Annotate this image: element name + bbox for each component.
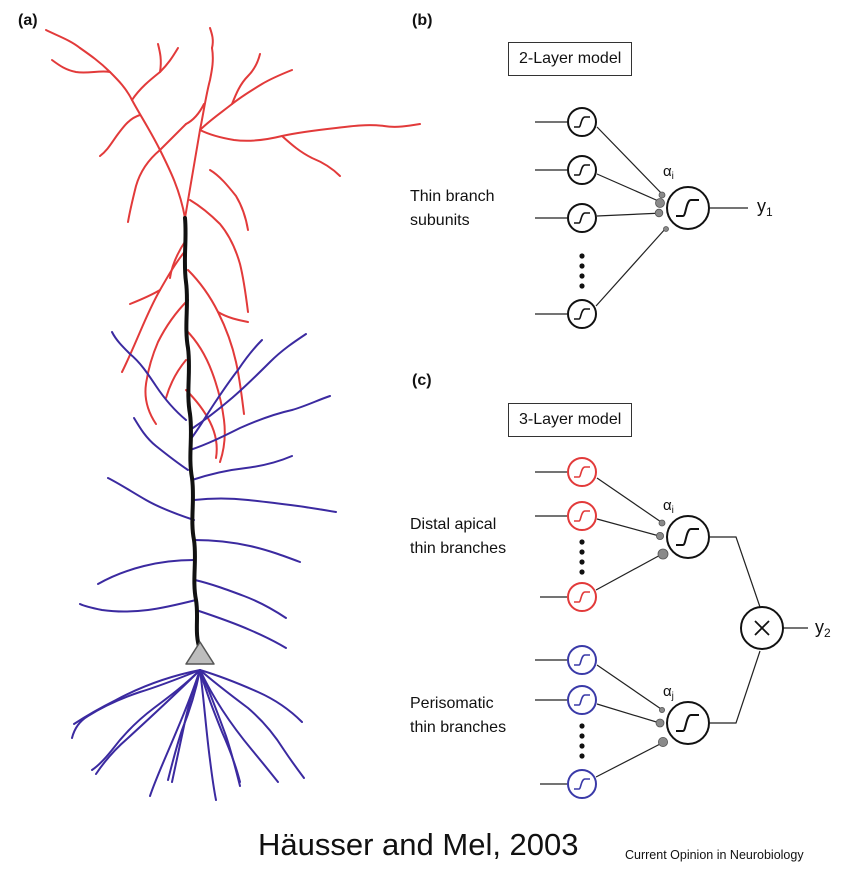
output-index: 2	[824, 626, 831, 640]
panel-b-letter: (b)	[412, 12, 433, 29]
two-layer-output-label: y1	[757, 196, 773, 219]
perisomatic-label-1: Perisomatic	[410, 695, 494, 712]
two-layer-subunits-label-1: Thin branch	[410, 188, 495, 205]
output-symbol: y	[757, 196, 766, 216]
ellipsis-dots	[579, 539, 585, 759]
panel-c-letter: (c)	[412, 372, 432, 389]
alpha-index: j	[671, 691, 674, 702]
two-layer-output-unit	[666, 186, 710, 230]
output-index: 1	[766, 205, 773, 219]
alpha-symbol: α	[663, 683, 672, 700]
output-symbol: y	[815, 617, 824, 637]
journal-credit: Current Opinion in Neurobiology	[625, 848, 804, 862]
basal-dendrites	[71, 331, 337, 801]
alpha-index: i	[671, 171, 674, 182]
apical-trunk	[182, 216, 202, 652]
distal-integration-unit	[666, 515, 710, 559]
alpha-symbol: α	[663, 163, 672, 180]
three-layer-output-label: y2	[815, 617, 831, 640]
two-layer-subunits-label-2: subunits	[410, 212, 470, 229]
synapse-weights	[655, 519, 669, 748]
perisomatic-subunits	[567, 645, 597, 799]
apical-dendrites	[45, 27, 421, 463]
alpha-symbol: α	[663, 497, 672, 514]
citation-text: Häusser and Mel, 2003	[258, 827, 579, 862]
perisomatic-weight-label: αj	[663, 683, 674, 702]
two-layer-model-title: 2-Layer model	[508, 42, 633, 76]
distal-subunits	[567, 457, 597, 612]
distal-label-2: thin branches	[410, 540, 507, 557]
perisomatic-integration-unit	[666, 701, 710, 745]
multiply-icon	[754, 620, 770, 636]
panel-a-letter: (a)	[18, 12, 38, 29]
ellipsis-dots	[579, 253, 585, 289]
perisomatic-label-2: thin branches	[410, 719, 507, 736]
distal-label-1: Distal apical	[410, 516, 497, 533]
alpha-index: i	[671, 505, 674, 516]
soma	[185, 641, 215, 665]
two-layer-weight-label: αi	[663, 163, 674, 182]
distal-weight-label: αi	[663, 497, 674, 516]
synapse-weights	[654, 191, 669, 232]
three-layer-model-title: 3-Layer model	[508, 403, 633, 437]
